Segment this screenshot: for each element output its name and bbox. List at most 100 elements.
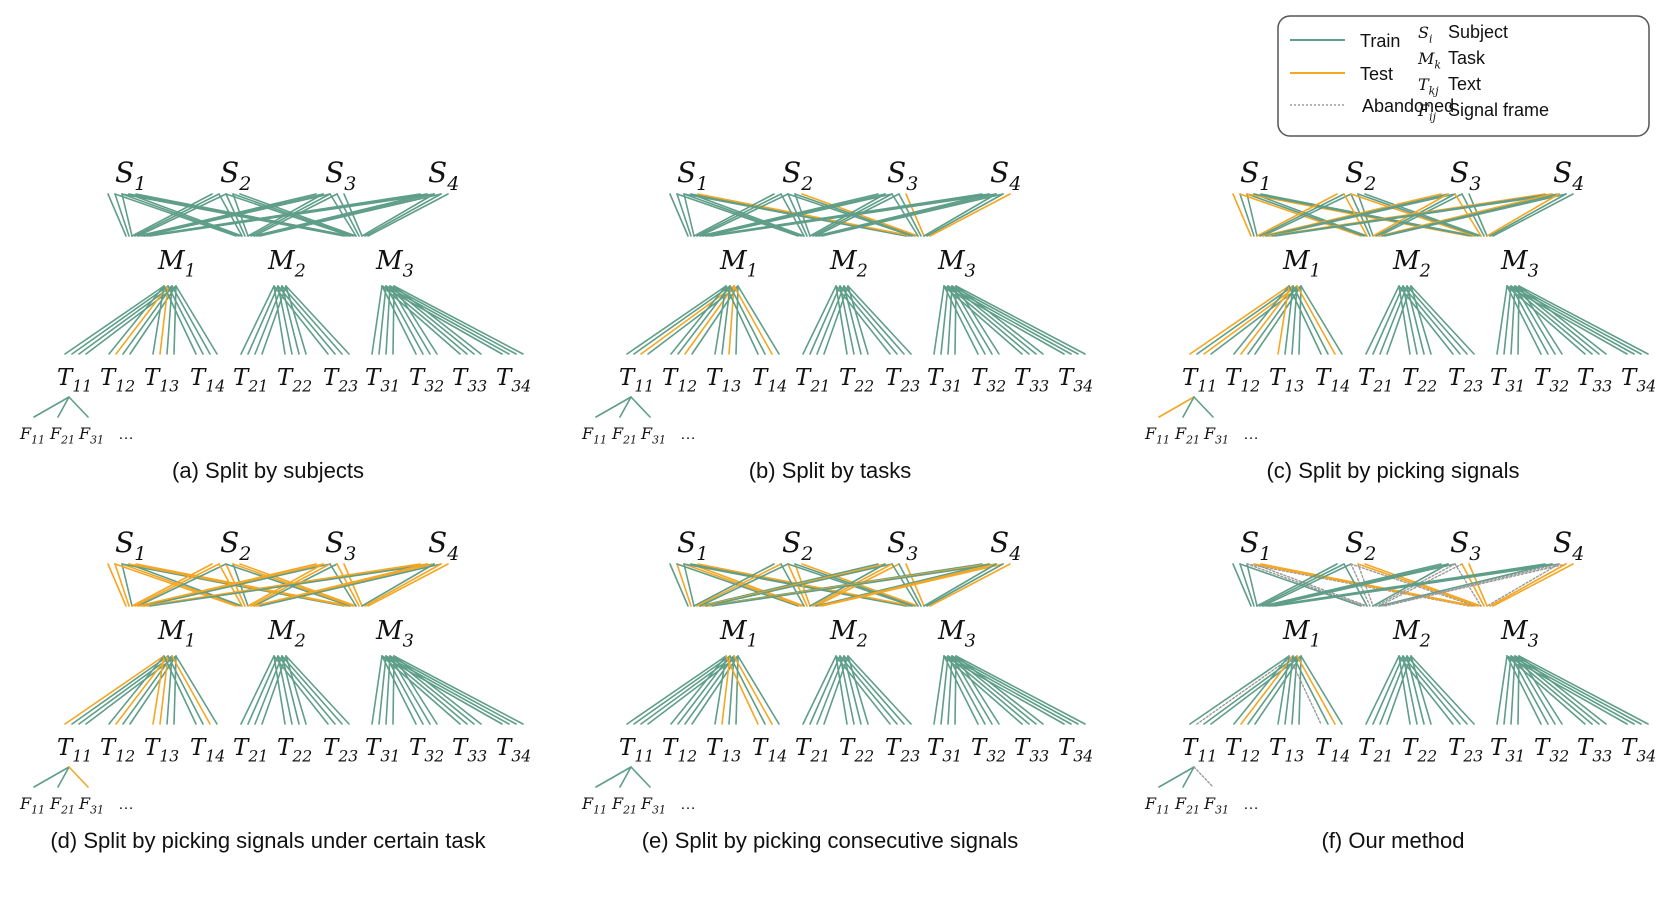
text-label-t22-base: T [839, 365, 856, 391]
frame-label-f31-subscript: 31 [90, 803, 104, 816]
edge-s2-m1 [131, 563, 213, 607]
text-label-t23: T23 [323, 735, 358, 765]
edge-frame-f21 [57, 396, 70, 418]
edge-m1-t11 [71, 655, 169, 725]
edge-m1-t11 [85, 285, 177, 355]
subject-label-s3-base: S [325, 526, 344, 559]
edge-s1-m3 [135, 563, 351, 607]
task-label-m2-base: M [267, 246, 296, 276]
frame-label-f21-base: F [49, 424, 62, 443]
edge-m2-t22 [277, 285, 293, 355]
edge-m3-t34 [1510, 285, 1635, 355]
edge-m1-t14 [1292, 285, 1329, 355]
text-label-t12-subscript: 12 [1240, 746, 1260, 765]
frame-label-f11-base: F [1144, 794, 1157, 813]
subject-label-s1-base: S [677, 156, 696, 189]
task-label-m1: M1 [1282, 616, 1321, 651]
edge-s3-m1 [1265, 563, 1449, 607]
text-label-t13-subscript: 13 [721, 376, 741, 395]
edge-m3-t33 [389, 285, 475, 355]
edge-s2-m3 [1364, 193, 1482, 237]
subject-label-s1: S1 [677, 156, 708, 195]
text-label-t23-subscript: 23 [337, 376, 358, 395]
edge-m2-t22 [273, 655, 286, 725]
text-label-t34: T34 [1621, 365, 1656, 395]
task-label-m1-base: M [157, 246, 186, 276]
edge-s1-m1 [121, 193, 133, 237]
task-text-edges [626, 285, 1086, 355]
text-label-t33-base: T [452, 365, 469, 391]
text-label-t33-subscript: 33 [467, 376, 487, 395]
legend-symbol-m-base: M [1417, 49, 1435, 68]
text-label-t33: T33 [1577, 365, 1612, 395]
edge-m1-t13 [714, 285, 727, 355]
text-label-t23-subscript: 23 [1462, 376, 1483, 395]
subject-label-s1: S1 [115, 526, 146, 565]
text-label-t31-base: T [1490, 365, 1507, 391]
task-label-m1: M1 [157, 616, 196, 651]
edge-m3-t34 [1514, 285, 1642, 355]
text-label-t12: T12 [100, 735, 135, 765]
legend-symbol-f-base: F [1417, 101, 1430, 120]
subject-label-s4-subscript: 4 [446, 173, 459, 195]
frame-ellipsis: … [680, 796, 696, 813]
subject-label-s1: S1 [1240, 156, 1271, 195]
frame-label-f11: F11 [1144, 794, 1170, 816]
subject-label-s1: S1 [115, 156, 146, 195]
legend-abandoned-label: Abandoned [1362, 96, 1454, 116]
edge-m3-t33 [951, 655, 1037, 725]
subject-label-s2-subscript: 2 [800, 173, 813, 195]
text-label-t11-subscript: 11 [634, 376, 654, 395]
edge-s4-m3 [926, 563, 1004, 607]
edge-m3-t32 [1510, 285, 1549, 355]
edge-m2-t23 [839, 285, 898, 355]
subject-label-s1-subscript: 1 [1259, 173, 1271, 195]
frame-label-f21-subscript: 21 [60, 433, 75, 446]
edge-s4-m1 [1274, 563, 1560, 607]
frame-label-f11: F11 [19, 794, 45, 816]
edge-m3-t33 [389, 655, 475, 725]
text-label-t32-subscript: 32 [1549, 376, 1569, 395]
edge-m3-t32 [951, 655, 993, 725]
frame-label-f21: F21 [1174, 424, 1200, 446]
panel-caption: (b) Split by tasks [749, 458, 912, 483]
subject-label-s1-subscript: 1 [696, 543, 708, 565]
legend-desc-signal-frame: Signal frame [1448, 100, 1549, 120]
text-label-t14-base: T [190, 365, 207, 391]
text-label-t33-subscript: 33 [1029, 746, 1049, 765]
text-label-t31-subscript: 31 [942, 376, 962, 395]
text-label-t32-base: T [1534, 365, 1551, 391]
edge-s1-m3 [135, 193, 351, 237]
text-label-t11-subscript: 11 [72, 746, 92, 765]
frame-ellipsis: … [118, 796, 134, 813]
edge-s2-m1 [1256, 193, 1338, 237]
edge-s2-m1 [693, 193, 775, 237]
text-label-t14-subscript: 14 [767, 746, 787, 765]
edge-m3-t33 [381, 285, 461, 355]
frame-ellipsis: … [1243, 796, 1259, 813]
edge-m3-t32 [385, 655, 424, 725]
text-label-t11-subscript: 11 [634, 746, 654, 765]
edge-m3-t31 [1510, 285, 1516, 355]
frame-label-f31: F31 [78, 424, 104, 446]
task-label-m1-base: M [1282, 246, 1311, 276]
edge-m1-t13 [1298, 285, 1302, 355]
text-label-t32-subscript: 32 [424, 746, 444, 765]
task-label-m1-base: M [719, 616, 748, 646]
edge-m2-t23 [835, 285, 891, 355]
edge-m1-t12 [1240, 285, 1294, 355]
text-label-t34-base: T [496, 365, 513, 391]
text-label-t12: T12 [100, 365, 135, 395]
edge-s4-m2 [821, 193, 1004, 237]
edge-s4-m2 [259, 563, 442, 607]
edge-m3-t34 [955, 285, 1086, 355]
edge-m3-t34 [951, 285, 1079, 355]
subject-label-s3-base: S [1450, 526, 1469, 559]
edge-s4-m2 [256, 193, 435, 237]
text-label-t31-base: T [365, 735, 382, 761]
legend-desc-subject: Subject [1448, 22, 1508, 42]
edge-m2-t23 [1398, 285, 1454, 355]
subject-label-s4: S4 [1553, 156, 1584, 195]
task-text-edges [64, 655, 524, 725]
task-label-m2: M2 [829, 616, 868, 651]
